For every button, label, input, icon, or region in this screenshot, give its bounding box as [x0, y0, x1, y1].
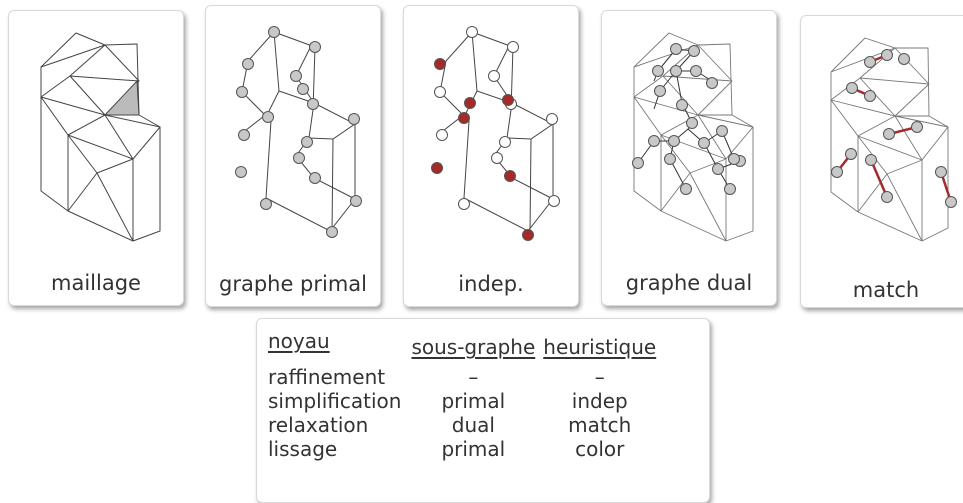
- table-row: relaxation dual match: [268, 413, 660, 437]
- table-cell: –: [594, 365, 605, 389]
- panel-graphe-dual: graphe dual: [601, 10, 777, 306]
- table-row: simplification primal indep: [268, 389, 660, 413]
- panel-caption: graphe dual: [625, 271, 753, 295]
- table-row: lissage primal color: [268, 437, 660, 461]
- table-cell: relaxation: [268, 413, 369, 437]
- table-cell: color: [575, 437, 625, 461]
- table-cell: simplification: [268, 389, 402, 413]
- panel-maillage: maillage: [8, 10, 184, 306]
- primal-graph-drawing: [235, 26, 362, 238]
- panel-caption: indep.: [458, 272, 524, 296]
- panel-match: match: [800, 15, 963, 308]
- mesh-drawing: [40, 32, 161, 242]
- panel-caption: maillage: [51, 271, 141, 295]
- table-cell: raffinement: [268, 365, 386, 389]
- independent-set-drawing: [431, 26, 560, 241]
- matching-drawing: [830, 37, 957, 242]
- table-cell: –: [468, 365, 479, 389]
- table-cell: match: [568, 413, 632, 437]
- panel-indep: indep.: [403, 5, 579, 307]
- table-row: raffinement – –: [268, 365, 660, 389]
- table-cell: primal: [441, 389, 506, 413]
- table-cell: indep: [571, 389, 628, 413]
- dual-graph-drawing: [632, 32, 754, 242]
- kernel-table: noyau sous-graphe heuristique raffinemen…: [256, 318, 710, 503]
- kernel-table-grid: noyau sous-graphe heuristique raffinemen…: [268, 329, 660, 461]
- panel-caption: match: [852, 278, 920, 302]
- panel-caption: graphe primal: [218, 272, 368, 296]
- table-cell: primal: [441, 437, 506, 461]
- table-header-row: noyau sous-graphe heuristique: [268, 329, 660, 365]
- header-heuristique: heuristique: [543, 335, 657, 359]
- panel-graphe-primal: graphe primal: [205, 5, 381, 307]
- header-noyau: noyau: [268, 329, 330, 353]
- header-sous-graphe: sous-graphe: [411, 335, 536, 359]
- table-cell: dual: [451, 413, 495, 437]
- table-cell: lissage: [268, 437, 338, 461]
